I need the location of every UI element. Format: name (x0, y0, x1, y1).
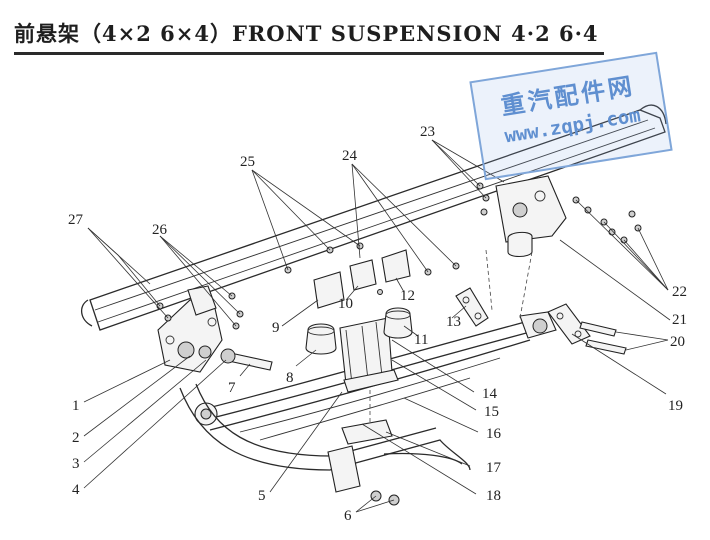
callout-8: 8 (286, 370, 294, 386)
callout-4: 4 (72, 482, 80, 498)
callout-1: 1 (72, 398, 80, 414)
leader-lines (83, 139, 671, 513)
callout-5: 5 (258, 488, 266, 504)
callout-6: 6 (344, 508, 352, 524)
callout-9: 9 (272, 320, 280, 336)
callout-3: 3 (72, 456, 80, 472)
callout-10: 10 (338, 296, 353, 312)
callout-21: 21 (672, 312, 687, 328)
projection-lines (369, 249, 533, 430)
page-title: 前悬架（4×2 6×4）FRONT SUSPENSION 4·2 6·4 (14, 21, 599, 46)
rear-bolts (579, 321, 627, 355)
callout-26: 26 (152, 222, 168, 238)
bump-stop-right (383, 307, 413, 339)
u-bolt-assembly (339, 317, 399, 393)
callout-17: 17 (486, 460, 502, 476)
axle-beam (179, 383, 471, 493)
callout-13: 13 (446, 314, 461, 330)
front-hanger-bracket (157, 285, 223, 373)
rear-shackle (547, 303, 591, 345)
callout-25: 25 (240, 154, 255, 170)
callout-27: 27 (68, 212, 84, 228)
callout-14: 14 (482, 386, 498, 402)
callout-7: 7 (228, 380, 236, 396)
callout-11: 11 (414, 332, 428, 348)
callout-19: 19 (668, 398, 683, 414)
stop-brackets (313, 249, 411, 309)
callout-16: 16 (486, 426, 502, 442)
title-underline (14, 52, 604, 55)
callout-labels: 27 26 25 24 23 22 21 20 19 13 12 11 10 9… (68, 124, 687, 524)
bump-stop-left (305, 323, 337, 355)
callout-15: 15 (484, 404, 499, 420)
callout-2: 2 (72, 430, 80, 446)
callout-20: 20 (670, 334, 685, 350)
callout-23: 23 (420, 124, 435, 140)
shackle-plate (455, 287, 489, 327)
callout-18: 18 (486, 488, 501, 504)
callout-12: 12 (400, 288, 415, 304)
callout-24: 24 (342, 148, 358, 164)
shackle-bolt (220, 348, 273, 371)
rear-hanger-bracket (495, 175, 567, 258)
callout-22: 22 (672, 284, 687, 300)
title-bar: 前悬架（4×2 6×4）FRONT SUSPENSION 4·2 6·4 (14, 18, 614, 62)
